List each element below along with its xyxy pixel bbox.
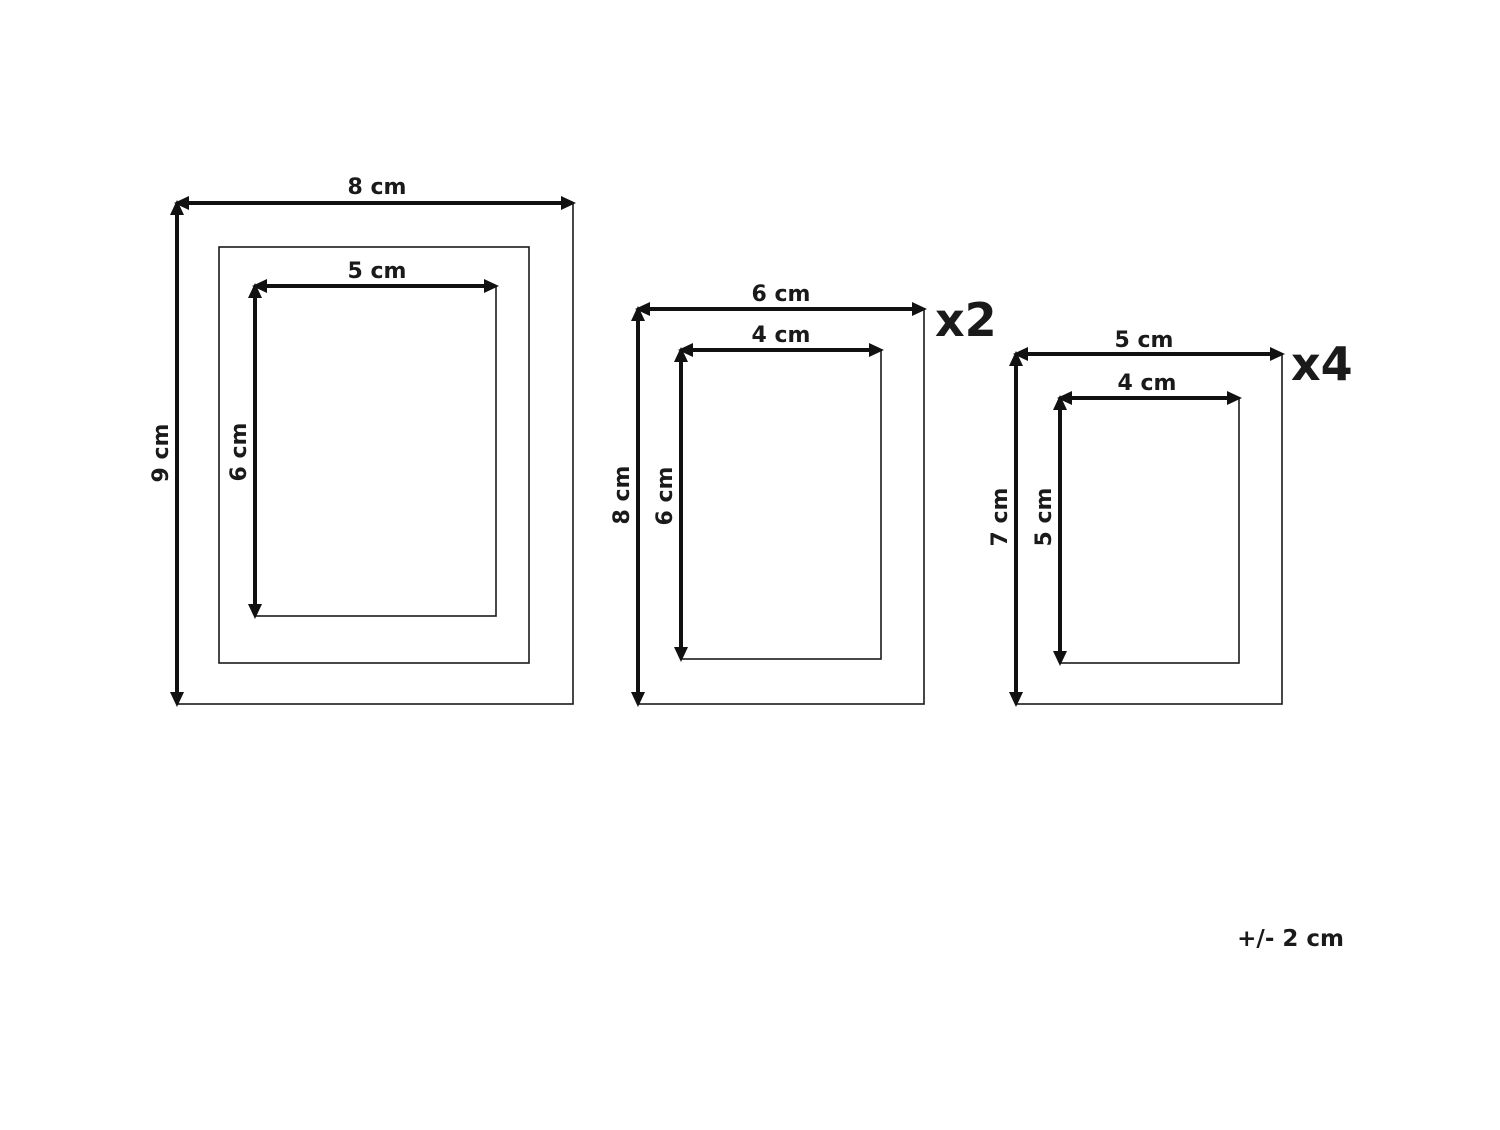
frame-large-outer-height-label: 9 cm [149,424,174,483]
arrow-head-left [1057,391,1072,405]
frame-small-inner-width-label: 4 cm [1118,371,1177,396]
arrow-head-up [1053,395,1067,410]
arrow-head-down [674,647,688,662]
arrow-head-left [174,196,189,210]
frame-medium-inner-width-label: 4 cm [752,323,811,348]
frame-medium-quantity-label: x2 [935,293,997,347]
frame-small-inner-height-label: 5 cm [1032,488,1057,547]
arrow-head-up [631,306,645,321]
frame-small: 5 cm 7 cm 4 cm 5 cm x4 [988,328,1353,707]
arrow-head-up [1009,351,1023,366]
frame-medium-outer-height-label: 8 cm [610,466,635,525]
arrow-head-down [1009,692,1023,707]
arrow-head-left [678,343,693,357]
frame-medium-opening [680,349,882,660]
arrow-head-right [1227,391,1242,405]
arrow-head-right [912,302,927,316]
frame-medium-outer-width-label: 6 cm [752,282,811,307]
arrow-head-right [869,343,884,357]
arrow-head-up [674,347,688,362]
frame-large: 8 cm 9 cm 5 cm 6 cm [149,175,576,707]
arrow-head-up [248,283,262,298]
frame-large-mat [218,246,530,664]
frame-large-inner-width-label: 5 cm [348,259,407,284]
arrow-head-left [635,302,650,316]
arrow-head-right [561,196,576,210]
frame-medium-inner-height-label: 6 cm [653,467,678,526]
arrow-head-right [1270,347,1285,361]
frame-small-quantity-label: x4 [1291,337,1353,391]
arrow-head-right [484,279,499,293]
arrow-head-down [170,692,184,707]
frame-small-outer-height-label: 7 cm [988,488,1013,547]
arrow-head-down [631,692,645,707]
arrow-head-down [1053,651,1067,666]
arrow-head-up [170,200,184,215]
frame-large-opening [254,285,497,617]
arrow-head-left [1013,347,1028,361]
arrow-head-left [252,279,267,293]
frame-small-outer-width-label: 5 cm [1115,328,1174,353]
frame-small-opening [1059,397,1240,664]
frame-large-outer-width-label: 8 cm [348,175,407,200]
frame-large-inner-height-label: 6 cm [227,423,252,482]
frame-medium: 6 cm 8 cm 4 cm 6 cm x2 [610,282,997,707]
tolerance-note: +/- 2 cm [1237,926,1344,952]
arrow-head-down [248,604,262,619]
